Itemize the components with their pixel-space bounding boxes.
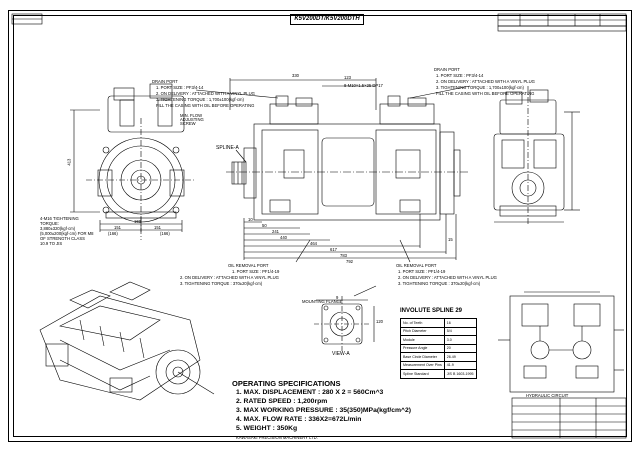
table-cell: 3.0 <box>443 335 477 345</box>
dim-151: 151 <box>114 225 121 230</box>
spec-item: 1. MAX. DISPLACEMENT : 280 X 2 = 560Cm^3 <box>236 389 384 396</box>
dim-792: 792 <box>346 259 353 264</box>
model-number: K5V200DT/K5V200DTH <box>290 14 364 25</box>
drain-port-right-line: FILL THE CASING WITH OIL BEFORE OPERATIN… <box>436 91 535 96</box>
top-bolt-label: 8-M10×1.5×25 DP17 <box>344 83 383 88</box>
dim-9: 9 <box>336 295 339 300</box>
dim-10: 10 <box>248 217 253 222</box>
table-cell: 20 <box>443 343 477 353</box>
dim-50: 50 <box>262 223 267 228</box>
hydraulic-circuit-label: HYDRAULIC CIRCUIT <box>526 393 569 398</box>
oil-removal-right-line: 3. TIGHTENING TORQUE : 370±20(kgf·cm) <box>398 281 481 286</box>
oil-removal-right-line: 2. ON DELIVERY : ATTACHED WITH A VINYL P… <box>398 275 497 280</box>
dim-783: 783 <box>340 253 347 258</box>
dim-166b: (166) <box>160 231 170 236</box>
drain-port-left-line: FILL THE CASING WITH OIL BEFORE OPERATIN… <box>156 103 255 108</box>
title-block <box>511 397 627 439</box>
dim-617: 617 <box>330 247 337 252</box>
spec-item: 3. MAX WORKING PRESSURE : 35(350)MPa(kgf… <box>236 407 412 414</box>
side-view-pump <box>195 78 471 263</box>
dim-413: 413 <box>66 158 72 166</box>
oil-removal-left-title: OIL REMOVAL PORT <box>228 263 269 268</box>
bolt-note: 4-M16 TIGHTENING TORQUE: 3,880±320(kgf·c… <box>40 216 94 247</box>
oil-removal-left-line: 1. PORT SIZE : PF1/4-19 <box>232 269 280 274</box>
oil-removal-left-line: 2. ON DELIVERY : ATTACHED WITH A VINYL P… <box>180 275 279 280</box>
table-cell: 16 <box>443 318 477 328</box>
table-cell: Base Circle Diameter <box>400 352 445 362</box>
drain-port-left-line: 1. PORT SIZE : PF3/4-14 <box>156 85 204 90</box>
dim-440: 440 <box>280 235 287 240</box>
drawing-border <box>13 15 627 437</box>
dim-464: 464 <box>310 241 317 246</box>
table-cell: 26.49 <box>443 352 477 362</box>
dim-15: 15 <box>448 237 453 242</box>
dim-330: 330 <box>292 73 299 78</box>
drain-port-left-line: 3. TIGHTENING TORQUE : 1,700±100(kgf·cm) <box>156 97 244 102</box>
table-cell: 41.9 <box>443 360 477 370</box>
dim-151b: 151 <box>154 225 161 230</box>
drain-port-right-line: 3. TIGHTENING TORQUE : 1,700±100(kgf·cm) <box>436 85 524 90</box>
drawing-sheet <box>8 10 632 442</box>
spline-a-label: SPLINE-A <box>216 145 239 151</box>
table-cell: JIS B 1603-1995 <box>443 369 477 379</box>
oil-removal-right-line: 1. PORT SIZE : PF1/4-19 <box>398 269 446 274</box>
mounting-label: MOUNTING FLANGE <box>302 299 343 304</box>
table-cell: No. of Teeth <box>400 318 445 328</box>
dim-169: 169 <box>134 219 141 224</box>
isometric-view <box>39 281 215 401</box>
drain-port-left-line: 2. ON DELIVERY : ATTACHED WITH A VINYL P… <box>156 91 255 96</box>
min-flow-label: MIN. FLOW ADJUSTING SCREW <box>180 113 204 127</box>
top-title-strip <box>497 13 627 32</box>
table-cell: Module <box>400 335 445 345</box>
table-cell: Spline Standard <box>400 369 445 379</box>
drain-port-right-line: 2. ON DELIVERY : ATTACHED WITH A VINYL P… <box>436 79 535 84</box>
involute-spline-label: INVOLUTE SPLINE 29 <box>400 308 463 314</box>
dim-120: 120 <box>376 319 383 324</box>
dim-241: 241 <box>272 229 279 234</box>
drain-port-left-title: DRAIN PORT <box>152 79 178 84</box>
table-cell: 5/4 <box>443 326 477 336</box>
dim-123: 123 <box>344 75 351 80</box>
drain-port-right-line: 1. PORT SIZE : PF3/4-14 <box>436 73 484 78</box>
left-end-view <box>70 83 196 240</box>
spec-item: 4. MAX. FLOW RATE : 336X2=672L/min <box>236 416 362 423</box>
hydraulic-circuit-diagram <box>498 291 624 393</box>
footer-text: KAWASAKI PRECISION MACHINERY LTD. <box>236 435 318 440</box>
table-cell: Pitch Diameter <box>400 326 445 336</box>
table-cell: Pressure Angle <box>400 343 445 353</box>
drain-port-right-title: DRAIN PORT <box>434 67 460 72</box>
revision-block <box>11 13 43 25</box>
view-a-label: VIEW-A <box>332 351 350 357</box>
spec-item: 5. WEIGHT : 350Kg <box>236 425 298 432</box>
right-end-view <box>493 86 580 226</box>
view-a-detail <box>314 285 377 352</box>
specs-title: OPERATING SPECIFICATIONS <box>232 379 341 388</box>
oil-removal-left-line: 3. TIGHTENING TORQUE : 370±20(kgf·cm) <box>180 281 263 286</box>
oil-removal-right-title: OIL REMOVAL PORT <box>396 263 437 268</box>
spec-item: 2. RATED SPEED : 1,200rpm <box>236 398 328 405</box>
dim-166: (166) <box>108 231 118 236</box>
table-cell: Measurement Over Pins <box>400 360 445 370</box>
